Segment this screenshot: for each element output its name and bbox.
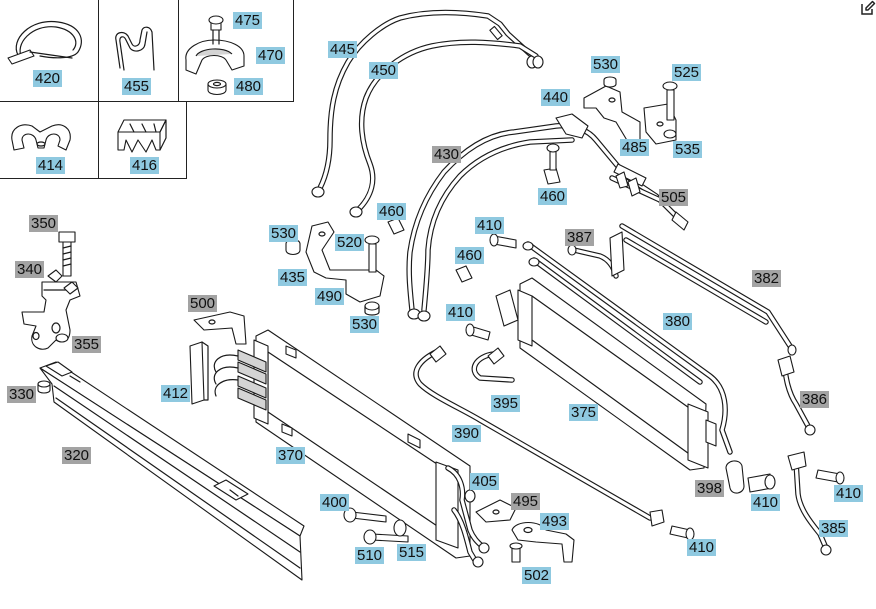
callout-414[interactable]: 414 [36,157,66,174]
callout-385[interactable]: 385 [819,520,849,537]
callout-330[interactable]: 330 [7,386,37,403]
callout-530-left[interactable]: 530 [269,225,299,242]
part-485-plate [643,81,678,145]
callout-355[interactable]: 355 [72,336,102,353]
part-412-foam [189,341,209,405]
callout-475[interactable]: 475 [233,12,263,29]
callout-410-b[interactable]: 410 [446,304,476,321]
lower-hoses [445,465,490,568]
callout-398[interactable]: 398 [695,480,725,497]
part-405-washer [464,489,476,503]
part-382-pipe [619,223,797,356]
part-386-pipe [777,355,816,436]
edit-icon-glyph [861,0,876,15]
part-340-bracket [21,231,81,394]
callout-386[interactable]: 386 [800,391,830,408]
edit-icon[interactable] [860,0,876,16]
callout-410-d[interactable]: 410 [834,485,864,502]
part-410-bolts [465,233,845,541]
callout-395[interactable]: 395 [491,395,521,412]
callout-535[interactable]: 535 [673,141,703,158]
callout-490[interactable]: 490 [315,288,345,305]
callout-387[interactable]: 387 [565,229,595,246]
callout-493[interactable]: 493 [540,513,570,530]
callout-445[interactable]: 445 [328,41,358,58]
callout-380[interactable]: 380 [663,313,693,330]
part-490-bracket [285,221,385,316]
callout-460-right[interactable]: 460 [455,247,485,264]
part-440-bracket [555,76,641,143]
callout-525[interactable]: 525 [672,64,702,81]
callout-410-a[interactable]: 410 [475,217,505,234]
callout-515[interactable]: 515 [397,544,427,561]
callout-350[interactable]: 350 [29,215,59,232]
part-455-spring-clip [115,26,155,71]
callout-400[interactable]: 400 [320,494,350,511]
callout-470[interactable]: 470 [256,47,286,64]
callout-480[interactable]: 480 [234,78,264,95]
callout-435[interactable]: 435 [278,269,308,286]
part-460-bolt-upper [543,143,561,185]
callout-440[interactable]: 440 [541,89,571,106]
part-387-pipe [567,231,625,279]
part-502-bolt [509,542,523,563]
callout-485[interactable]: 485 [620,139,650,156]
callout-410-c[interactable]: 410 [751,494,781,511]
callout-375[interactable]: 375 [569,404,599,421]
part-470-clamp [185,15,245,96]
part-450-pipe [349,39,544,218]
callout-416[interactable]: 416 [130,157,160,174]
callout-502[interactable]: 502 [522,567,552,584]
part-398-fitting [725,460,776,494]
part-420-cable-tie [7,20,82,65]
callout-340[interactable]: 340 [15,261,45,278]
callout-505[interactable]: 505 [659,189,689,206]
part-375-radiator [495,277,717,471]
callout-405[interactable]: 405 [470,473,500,490]
callout-382[interactable]: 382 [752,270,782,287]
callout-430[interactable]: 430 [432,146,462,163]
callout-370[interactable]: 370 [276,447,306,464]
callout-500[interactable]: 500 [188,295,218,312]
part-416-holder [117,119,167,153]
callout-530-top[interactable]: 530 [591,56,621,73]
callout-530-bottom[interactable]: 530 [350,316,380,333]
callout-410-e[interactable]: 410 [687,539,717,556]
callout-420[interactable]: 420 [33,70,63,87]
callout-390[interactable]: 390 [452,425,482,442]
callout-450[interactable]: 450 [369,62,399,79]
part-385-pipe [787,451,832,556]
callout-460-mid[interactable]: 460 [377,203,407,220]
part-505-connector [609,171,663,203]
part-400-bolt [343,507,387,523]
part-500-bracket [193,311,247,345]
callout-495[interactable]: 495 [511,493,541,510]
callout-460-top[interactable]: 460 [538,188,568,205]
part-390-pipe [413,345,665,527]
part-380-pipe [522,241,733,455]
part-414-p-clamp [11,124,71,151]
callout-320[interactable]: 320 [62,447,92,464]
callout-455[interactable]: 455 [122,78,152,95]
part-320-beam [39,361,305,581]
part-495-bracket [475,499,517,523]
inset-box-416 [98,101,187,179]
callout-412[interactable]: 412 [161,385,191,402]
callout-520[interactable]: 520 [335,234,365,251]
callout-510[interactable]: 510 [355,547,385,564]
inset-box-470 [178,0,294,102]
part-515-washer [393,519,407,537]
